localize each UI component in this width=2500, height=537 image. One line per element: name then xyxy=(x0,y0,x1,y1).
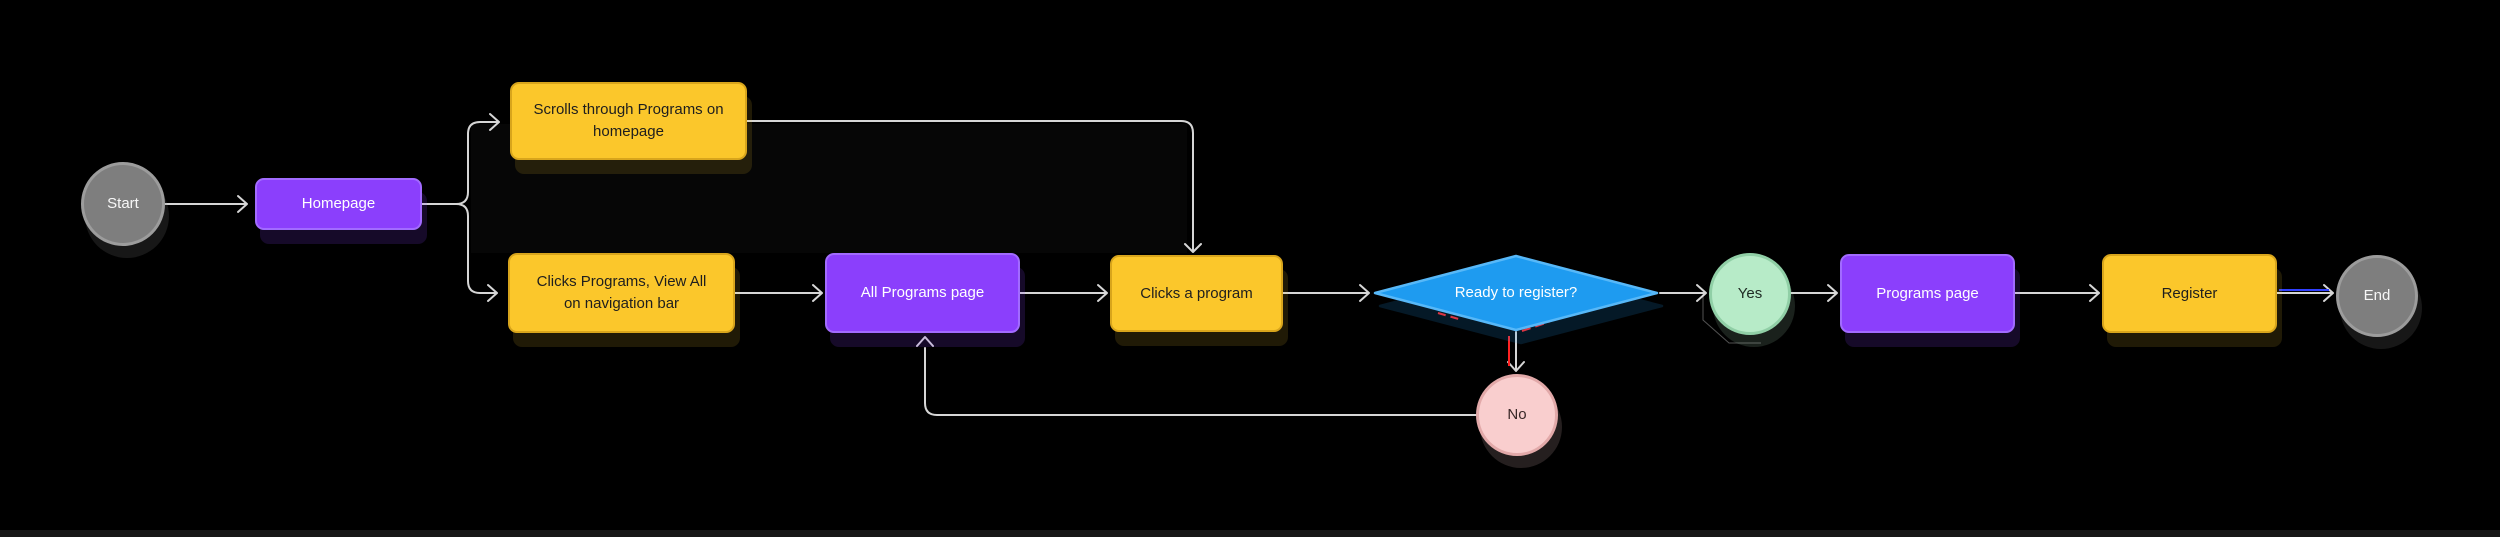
edge-decision-yes[interactable] xyxy=(1659,284,1707,302)
edge-start-homepage[interactable] xyxy=(164,195,248,213)
node-no[interactable]: No xyxy=(1476,374,1558,456)
edge-decision-no[interactable] xyxy=(1507,331,1525,372)
node-homepage[interactable]: Homepage xyxy=(255,178,422,230)
decision-diamond-shape xyxy=(1373,254,1659,332)
red-snap-guide-dash-right xyxy=(1521,321,1550,332)
node-all-programs-page-label: All Programs page xyxy=(860,284,985,302)
node-start-label: Start xyxy=(107,195,139,213)
node-clicks-a-program[interactable]: Clicks a program xyxy=(1110,255,1283,332)
node-clicks-programs-nav-label: Clicks Programs, View All on navigation … xyxy=(536,273,707,312)
edge-no-allprograms[interactable] xyxy=(916,336,1477,416)
edge-allprograms-clicksprogram[interactable] xyxy=(1019,284,1108,302)
edge-programspage-register[interactable] xyxy=(2014,284,2100,302)
edge-clicksprogram-decision[interactable] xyxy=(1282,284,1370,302)
node-programs-page-label: Programs page xyxy=(1876,284,1979,302)
edge-scrolls-clicksprogram[interactable] xyxy=(746,120,1202,253)
node-end[interactable]: End xyxy=(2336,255,2418,337)
edge-clicksnav-allprograms[interactable] xyxy=(734,284,823,302)
stray-wire-artifact xyxy=(1702,294,1761,344)
edge-homepage-clicksnav[interactable] xyxy=(455,203,498,302)
node-scrolls-programs[interactable]: Scrolls through Programs on homepage xyxy=(510,82,747,160)
node-start[interactable]: Start xyxy=(81,162,165,246)
red-snap-guide-dash-left xyxy=(1437,312,1463,321)
edge-register-end[interactable] xyxy=(2276,284,2334,302)
node-end-label: End xyxy=(2363,287,2391,305)
node-clicks-programs-nav[interactable]: Clicks Programs, View All on navigation … xyxy=(508,253,735,333)
node-yes[interactable]: Yes xyxy=(1709,253,1791,335)
node-register[interactable]: Register xyxy=(2102,254,2277,333)
node-scrolls-programs-label: Scrolls through Programs on homepage xyxy=(533,101,724,140)
node-clicks-a-program-label: Clicks a program xyxy=(1140,284,1253,302)
node-all-programs-page[interactable]: All Programs page xyxy=(825,253,1020,333)
node-ready-to-register[interactable]: Ready to register? xyxy=(1372,254,1660,332)
edge-yes-programspage[interactable] xyxy=(1790,284,1838,302)
node-no-label: No xyxy=(1507,406,1527,424)
edge-homepage-scrolls[interactable] xyxy=(421,113,500,205)
node-yes-label: Yes xyxy=(1737,285,1763,303)
node-homepage-label: Homepage xyxy=(301,195,376,213)
node-programs-page[interactable]: Programs page xyxy=(1840,254,2015,333)
node-register-label: Register xyxy=(2161,284,2218,302)
